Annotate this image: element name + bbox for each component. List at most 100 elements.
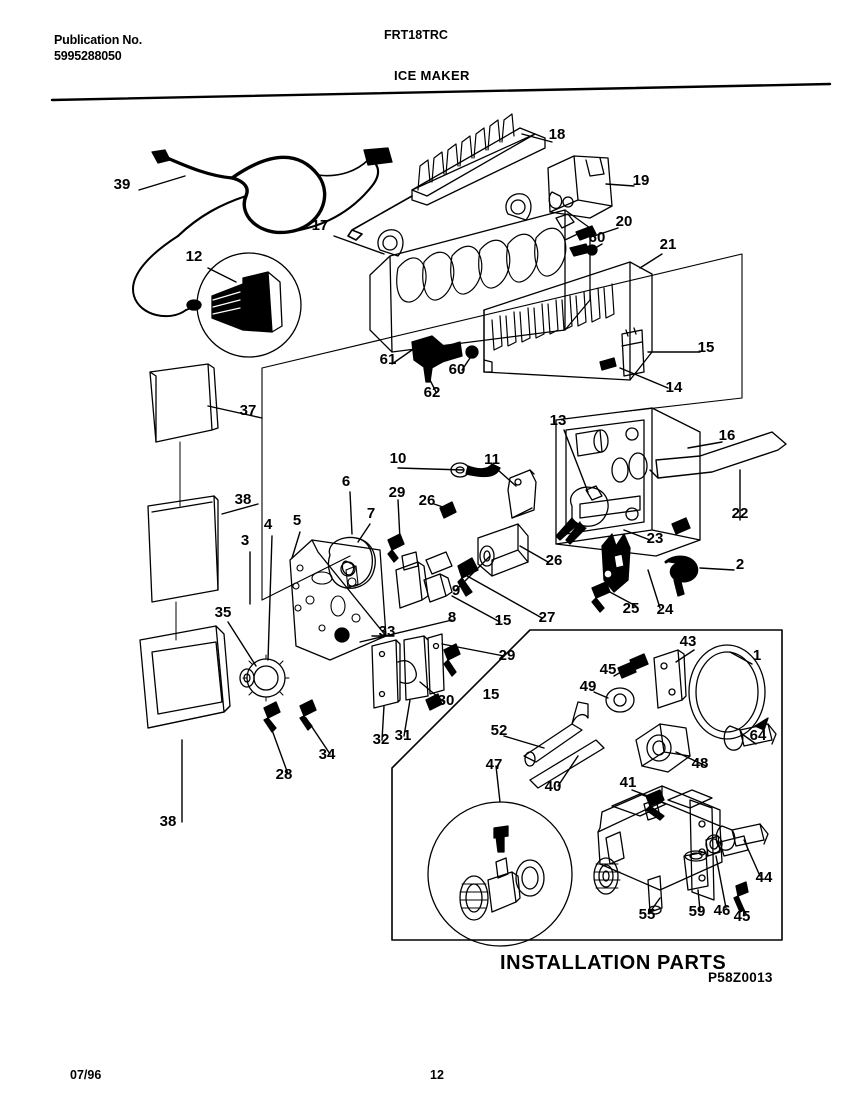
callout-number: 15	[495, 612, 512, 629]
callout-number: 45	[600, 661, 617, 678]
callout-number: 23	[647, 530, 664, 547]
callout-number: 62	[424, 384, 441, 401]
mounting-clip-part	[591, 533, 631, 613]
ice-container-part	[483, 261, 653, 381]
callout-number: 24	[657, 601, 674, 618]
callout-number: 48	[692, 755, 709, 772]
callout-number: 1	[753, 647, 761, 664]
callout-number: 20	[616, 213, 633, 230]
cover-panel-bottom	[139, 625, 231, 729]
callout-number: 37	[240, 402, 257, 419]
compression-nut-part	[635, 723, 691, 773]
callout-number: 34	[319, 746, 336, 763]
fill-cup-part	[547, 155, 613, 219]
assembly-ghost-outline	[261, 253, 743, 601]
callout-number: 17	[312, 217, 329, 234]
callout-number: 4	[264, 516, 273, 533]
callout-number: 15	[483, 686, 500, 703]
callout-number: 46	[714, 902, 731, 919]
callout-number: 33	[379, 623, 396, 640]
small-parts-cluster	[387, 501, 479, 677]
publication-number: 5995288050	[54, 49, 122, 63]
callout-number: 10	[390, 450, 407, 467]
callout-number: 38	[235, 491, 252, 508]
drawing-number: P58Z0013	[708, 970, 773, 985]
ice-mold-body-part	[369, 193, 591, 353]
callout-number: 16	[719, 427, 736, 444]
spring-part	[664, 555, 699, 597]
callout-number: 40	[545, 778, 562, 795]
lever-arm-part	[450, 462, 501, 478]
callout-number: 3	[241, 532, 249, 549]
mounting-bracket-part	[411, 335, 447, 383]
icemaker-housing-part	[555, 407, 787, 557]
callout-number: 22	[732, 505, 749, 522]
solenoid-part	[477, 523, 529, 577]
callout-number: 61	[380, 351, 397, 368]
callout-number: 12	[186, 248, 203, 265]
thermostat-module-part	[555, 485, 609, 545]
footer-page-number: 12	[430, 1068, 444, 1082]
callout-number: 43	[680, 633, 697, 650]
callout-number: 55	[639, 906, 656, 923]
callout-number: 35	[215, 604, 232, 621]
callout-number: 45	[734, 908, 751, 925]
screw-group-lower	[263, 699, 317, 733]
tube-clamp-parts	[715, 723, 777, 851]
callout-number: 59	[689, 903, 706, 920]
callout-number: 21	[660, 236, 677, 253]
connector-detail-circle	[196, 252, 302, 358]
callout-number: 47	[486, 756, 503, 773]
screw-23	[671, 517, 691, 535]
grommet-part	[605, 687, 635, 713]
callout-number: 26	[419, 492, 436, 509]
callout-number: 14	[666, 379, 683, 396]
callout-number: 30	[438, 692, 455, 709]
callout-number: 44	[756, 869, 773, 886]
model-number: FRT18TRC	[384, 28, 448, 42]
callout-number: 31	[395, 727, 412, 744]
callout-number: 15	[698, 339, 715, 356]
callout-number: 52	[491, 722, 508, 739]
callout-number: 26	[546, 552, 563, 569]
wiring-harness-part	[132, 147, 393, 318]
drive-motor-part	[327, 536, 376, 589]
callout-number: 8	[448, 609, 456, 626]
callout-number: 32	[373, 731, 390, 748]
fastener-group-upper	[439, 225, 598, 363]
publication-label: Publication No.	[54, 33, 142, 47]
callout-number: 19	[633, 172, 650, 189]
footer-date: 07/96	[70, 1068, 102, 1082]
callout-number: 2	[736, 556, 744, 573]
callout-number: 6	[342, 473, 350, 490]
module-plate-part	[289, 539, 387, 661]
callout-number: 29	[499, 647, 516, 664]
drive-gear-part	[239, 654, 290, 702]
installation-parts-caption: INSTALLATION PARTS	[500, 952, 727, 974]
callout-number: 11	[484, 451, 500, 468]
callout-number: 41	[620, 774, 637, 791]
callout-number: 7	[367, 505, 375, 522]
callout-number: 38	[160, 813, 177, 830]
callout-number: 60	[449, 361, 466, 378]
valve-detail-circle	[427, 801, 573, 947]
bail-arm-bracket-part	[507, 469, 537, 519]
callout-number: 60	[589, 229, 606, 246]
callout-number: 29	[389, 484, 406, 501]
cover-panel-lower	[147, 495, 219, 603]
header-rule	[50, 82, 832, 102]
switch-part-upper	[599, 327, 645, 377]
bushing-and-clamp-parts	[683, 834, 749, 913]
callout-number: 25	[623, 600, 640, 617]
water-tubing-coil-part	[688, 644, 769, 740]
switch-stack-part	[371, 633, 445, 711]
callout-number: 18	[549, 126, 566, 143]
callout-number: 13	[550, 412, 567, 429]
callout-number: 9	[452, 582, 460, 599]
callout-number: 28	[276, 766, 293, 783]
water-valve-assembly-part	[593, 785, 723, 915]
callout-number: 39	[114, 176, 131, 193]
